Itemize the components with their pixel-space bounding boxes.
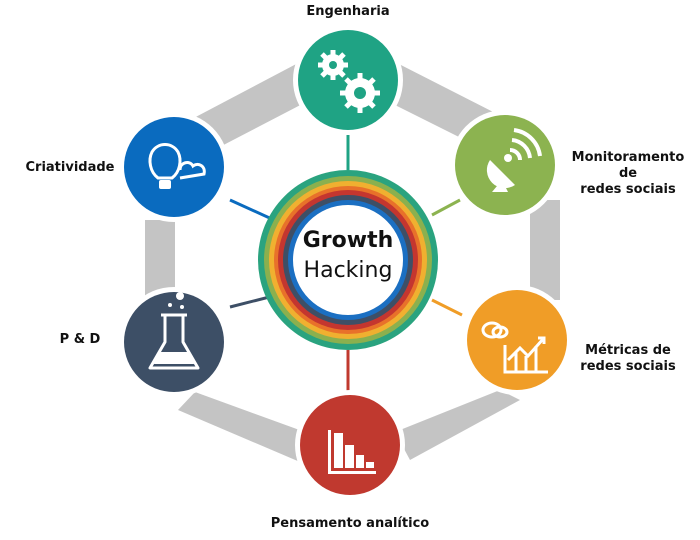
- label-engenharia: Engenharia: [306, 4, 390, 19]
- bar-chart-icon: [328, 430, 376, 474]
- label-monitoramento-line3: redes sociais: [580, 182, 676, 197]
- label-metricas: Métricas de redes sociais: [578, 343, 678, 375]
- gears-icon: [318, 50, 380, 113]
- node-metricas: [462, 285, 572, 395]
- node-pd: [119, 287, 229, 397]
- chart-growth-icon: [481, 321, 548, 374]
- label-pensamento: Pensamento analítico: [270, 516, 430, 531]
- label-monitoramento-line1: Monitoramento: [571, 150, 685, 165]
- node-engenharia: [293, 25, 403, 135]
- lightbulb-cloud-icon: [148, 143, 206, 180]
- center-ring: [258, 170, 438, 350]
- label-criatividade: Criatividade: [25, 160, 115, 175]
- center-title: Growth Hacking: [288, 226, 408, 286]
- center-title-line1: Growth: [302, 228, 394, 253]
- label-metricas-line2: redes sociais: [580, 359, 676, 374]
- label-metricas-line1: Métricas de: [585, 343, 671, 358]
- flask-icon: [148, 292, 200, 370]
- node-criatividade: [119, 112, 229, 222]
- label-monitoramento: Monitoramento de redes sociais: [568, 150, 688, 198]
- label-monitoramento-line2: de: [618, 166, 638, 181]
- center-title-line2: Hacking: [303, 258, 393, 283]
- node-monitoramento: [450, 110, 560, 220]
- label-pd: P & D: [59, 332, 101, 347]
- satellite-dish-icon: [509, 128, 542, 161]
- node-pensamento: [295, 390, 405, 500]
